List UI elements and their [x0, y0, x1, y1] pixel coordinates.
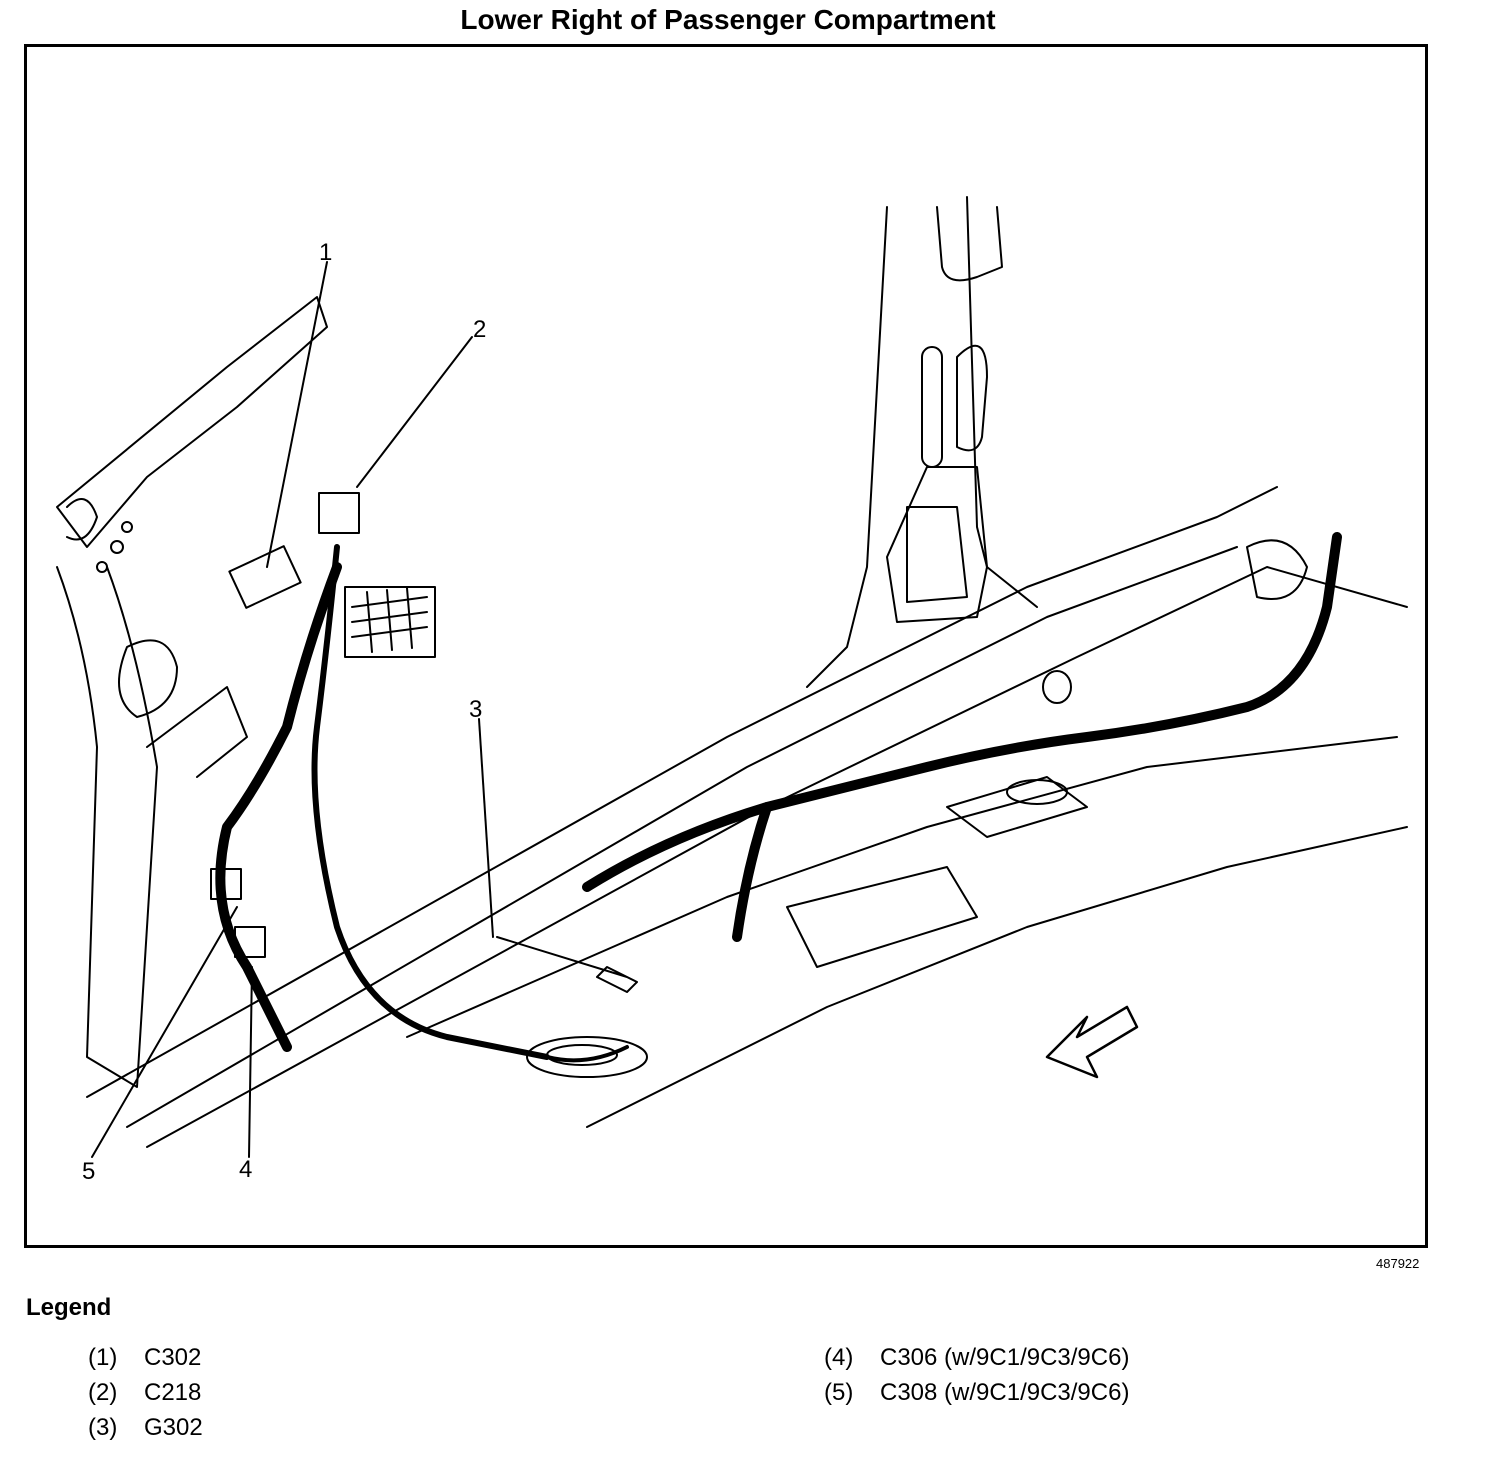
diagram-title: Lower Right of Passenger Compartment	[460, 4, 996, 35]
b-pillar	[806, 206, 888, 688]
connector-c302	[228, 545, 302, 609]
legend-num: (2)	[88, 1379, 118, 1406]
left-pillar	[56, 296, 328, 548]
legend-heading: Legend	[26, 1294, 112, 1321]
callout-4: 4	[239, 1156, 252, 1183]
figure-number: 487922	[1376, 1256, 1420, 1271]
ground-g302	[496, 936, 638, 993]
connector-c308	[210, 868, 242, 900]
legend-item: (5) C308 (w/9C1/9C3/9C6)	[824, 1379, 1129, 1407]
callout-2: 2	[473, 316, 486, 343]
legend-num: (3)	[88, 1414, 118, 1441]
callout-1: 1	[319, 239, 332, 266]
legend-item: (2) C218	[88, 1379, 201, 1407]
legend-label: G302	[144, 1414, 203, 1441]
legend-label: C218	[144, 1379, 202, 1406]
vehicle-floor-illustration: 1 2 3 4 5	[56, 196, 1408, 1185]
legend-item: (3) G302	[88, 1414, 203, 1442]
wiring-harness-main	[582, 532, 1342, 892]
legend-label: C306 (w/9C1/9C3/9C6)	[880, 1344, 1130, 1371]
illustration-frame: 1 2 3 4 5	[24, 44, 1428, 1248]
rocker-sill	[86, 486, 1278, 1098]
legend-item: (4) C306 (w/9C1/9C3/9C6)	[824, 1344, 1129, 1372]
forward-arrow	[1045, 1005, 1139, 1079]
legend-label: C302	[144, 1344, 202, 1371]
legend-label: C308 (w/9C1/9C3/9C6)	[880, 1379, 1130, 1406]
callout-5: 5	[82, 1158, 95, 1185]
legend-num: (4)	[824, 1344, 854, 1371]
wiring-harness-left	[311, 544, 550, 1060]
connector-block	[344, 586, 436, 658]
callout-3: 3	[469, 696, 482, 723]
connector-c306	[234, 926, 266, 958]
connector-c218	[318, 492, 360, 534]
legend-num: (1)	[88, 1344, 118, 1371]
floor-panel	[406, 736, 1398, 1038]
legend-num: (5)	[824, 1379, 854, 1406]
legend-item: (1) C302	[88, 1344, 201, 1372]
